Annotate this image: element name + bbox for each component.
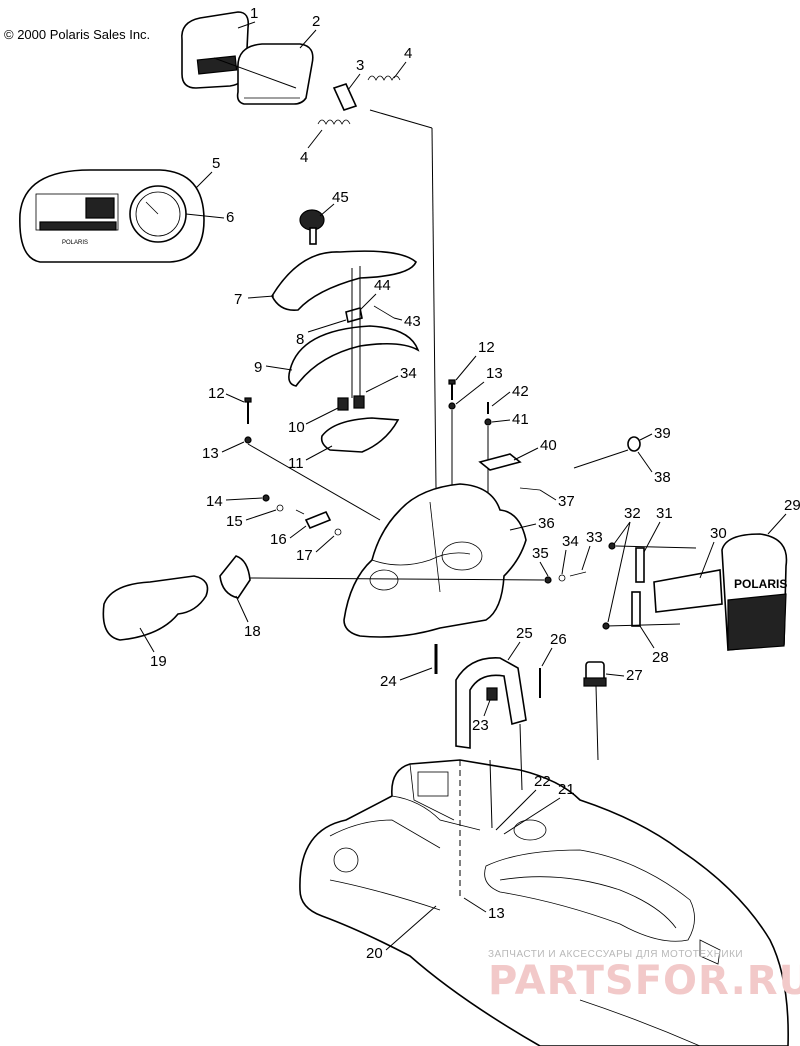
- callout-16: 16: [270, 531, 287, 548]
- callout-18: 18: [244, 623, 261, 640]
- callout-2: 2: [312, 13, 320, 30]
- callout-1: 1: [250, 5, 258, 22]
- callout-8: 8: [296, 331, 304, 348]
- callout-28: 28: [652, 649, 669, 666]
- callout-45: 45: [332, 189, 349, 206]
- part-2-cover: [236, 43, 314, 105]
- callout-38: 38: [654, 469, 671, 486]
- part-32-clip-lower: [602, 622, 610, 630]
- callout-41: 41: [512, 411, 529, 428]
- callout-10: 10: [288, 419, 305, 436]
- callout-23: 23: [472, 717, 489, 734]
- callout-13-bottom: 13: [488, 905, 505, 922]
- part-45-knob: [299, 209, 325, 245]
- part-6-gauge: [129, 185, 187, 243]
- callout-13-right: 13: [486, 365, 503, 382]
- callout-31: 31: [656, 505, 673, 522]
- part-30-pad: [653, 569, 723, 613]
- part-31-strip-upper: [635, 547, 645, 583]
- callout-29: 29: [784, 497, 800, 514]
- callout-26: 26: [550, 631, 567, 648]
- part-1-trim: [181, 11, 250, 89]
- part-41-washer: [484, 418, 492, 426]
- part-8-bracket: [345, 306, 363, 324]
- part-29-decal-panel: POLARIS: [721, 533, 787, 651]
- callout-20: 20: [366, 945, 383, 962]
- svg-text:POLARIS: POLARIS: [62, 240, 88, 246]
- part-10-nuts: [337, 395, 365, 411]
- part-43-pin: [373, 305, 395, 319]
- part-17-fastener: [334, 528, 342, 536]
- callout-9: 9: [254, 359, 262, 376]
- part-19-mirror: [102, 575, 209, 641]
- callout-33: 33: [586, 529, 603, 546]
- part-39-grommet: [627, 436, 641, 452]
- callout-37: 37: [558, 493, 575, 510]
- part-3-clip: [332, 83, 358, 111]
- callout-14: 14: [206, 493, 223, 510]
- callout-4-lower: 4: [300, 149, 308, 166]
- callout-labels: 1 2 3 4 4 5 6 45 7 44 8 43 9 34 12 13 42…: [139, 5, 800, 962]
- callout-22: 22: [534, 773, 551, 790]
- callout-17: 17: [296, 547, 313, 564]
- part-9-middle-cover: [288, 325, 420, 387]
- callout-34-top: 34: [400, 365, 417, 382]
- callout-25: 25: [516, 625, 533, 642]
- part-18-mirror-mount: [219, 555, 251, 599]
- part-13-washer-right: [448, 402, 456, 410]
- part-12-bolt-right: [448, 379, 456, 400]
- callout-42: 42: [512, 383, 529, 400]
- callout-4-top: 4: [404, 45, 412, 62]
- callout-24: 24: [380, 673, 397, 690]
- part-36-console-housing: [343, 483, 527, 638]
- part-13-washer-left: [244, 436, 252, 444]
- part-27-cap: [583, 661, 607, 687]
- callout-19: 19: [150, 653, 167, 670]
- part-15-screw: [295, 509, 305, 515]
- callout-11: 11: [288, 455, 304, 472]
- callout-43: 43: [404, 313, 421, 330]
- callout-7: 7: [234, 291, 242, 308]
- part-12-bolt-left: [244, 397, 252, 424]
- part-32-clip-upper: [608, 542, 616, 550]
- callout-34-right: 34: [562, 533, 579, 550]
- hull-upper-deck: [299, 759, 789, 1046]
- decal-text: POLARIS: [734, 577, 787, 591]
- part-34-washer: [558, 574, 566, 582]
- part-15-washer: [276, 504, 284, 512]
- callout-32: 32: [624, 505, 641, 522]
- part-14-nut: [262, 494, 270, 502]
- callout-44: 44: [374, 277, 391, 294]
- part-25-steering-bracket: [455, 657, 527, 749]
- callout-15: 15: [226, 513, 243, 530]
- part-23-nut: [486, 687, 498, 701]
- callout-36: 36: [538, 515, 555, 532]
- callout-13-left: 13: [202, 445, 219, 462]
- callout-40: 40: [540, 437, 557, 454]
- part-4-spring-lower: [317, 119, 351, 125]
- part-35-nut: [544, 576, 552, 584]
- copyright-notice: © 2000 Polaris Sales Inc.: [4, 27, 151, 42]
- callout-5: 5: [212, 155, 220, 172]
- callout-12-left: 12: [208, 385, 225, 402]
- part-16-latch: [304, 510, 332, 530]
- part-33-bolt: [569, 571, 587, 577]
- callout-6: 6: [226, 209, 234, 226]
- part-37-screw: [519, 487, 541, 491]
- watermark-tagline: ЗАПЧАСТИ И АКСЕССУАРЫ ДЛЯ МОТОТЕХНИКИ: [488, 949, 744, 960]
- part-40-bracket: [478, 453, 522, 471]
- part-28-strip-lower: [631, 591, 641, 627]
- watermark-logo: PARTSFOR.RU: [488, 958, 800, 1004]
- part-11-plate: [320, 417, 400, 453]
- callout-21: 21: [558, 781, 575, 798]
- callout-27: 27: [626, 667, 643, 684]
- callout-35: 35: [532, 545, 549, 562]
- callout-39: 39: [654, 425, 671, 442]
- part-7-upper-cover: [271, 250, 417, 312]
- callout-3: 3: [356, 57, 364, 74]
- callout-30: 30: [710, 525, 727, 542]
- callout-12-right: 12: [478, 339, 495, 356]
